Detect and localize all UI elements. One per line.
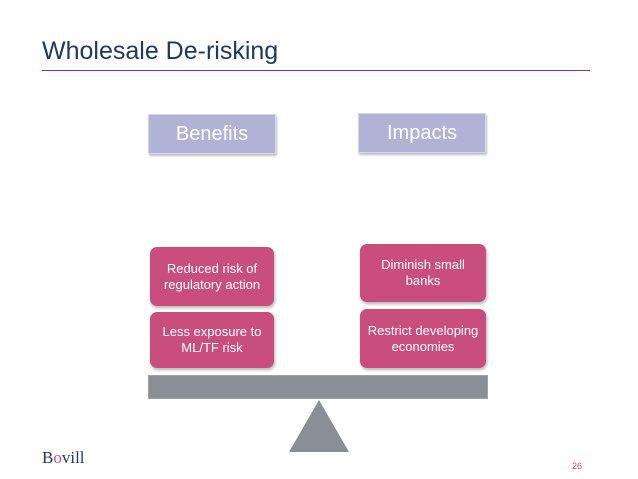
logo-text: Bovill [42, 448, 85, 467]
benefit-box-reduced-risk: Reduced risk of regulatory action [150, 247, 274, 306]
scale-fulcrum [289, 400, 349, 452]
impact-box-restrict-economies: Restrict developing economies [360, 309, 486, 368]
page-number: 26 [572, 461, 583, 471]
benefits-header: Benefits [148, 114, 276, 154]
scale-beam [148, 375, 488, 399]
bovill-logo: Bovill [42, 448, 85, 468]
title-divider [42, 70, 590, 71]
slide-title: Wholesale De-risking [42, 37, 279, 65]
impact-box-diminish-banks: Diminish small banks [360, 244, 486, 302]
impacts-header: Impacts [358, 113, 486, 153]
benefit-box-less-exposure: Less exposure to ML/TF risk [150, 312, 274, 368]
